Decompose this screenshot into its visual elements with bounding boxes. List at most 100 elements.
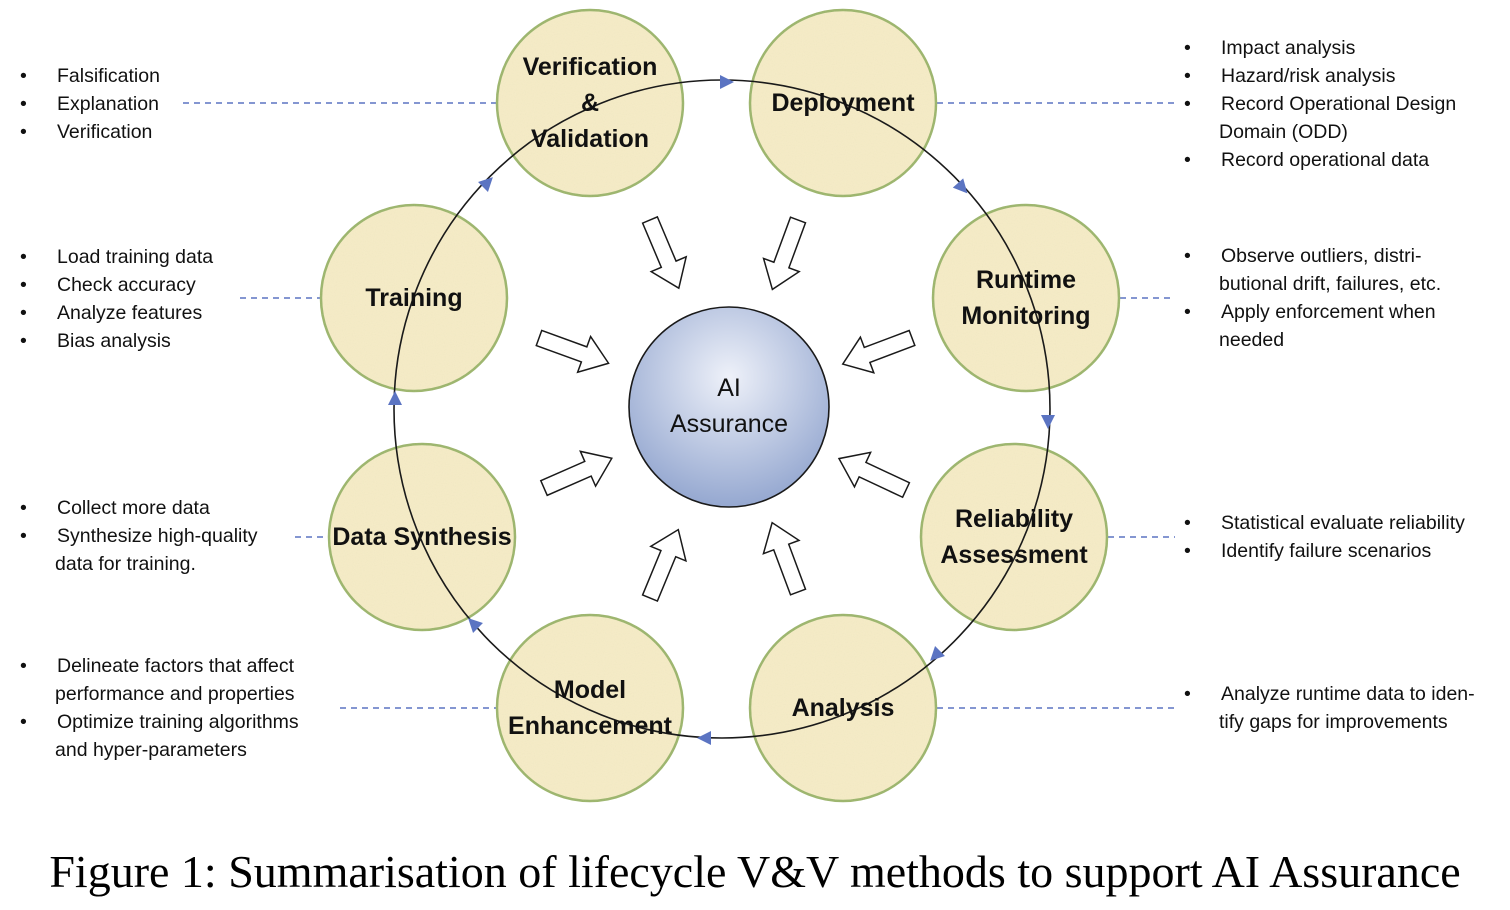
stage-label-verification-line3: Validation [530, 125, 650, 153]
methods-training: Load training data Check accuracy Analyz… [20, 243, 213, 355]
method-item: Impact analysis [1184, 34, 1456, 62]
stage-circle-analysis [748, 613, 938, 803]
method-item: Statistical evaluate reliability [1184, 509, 1465, 537]
cycle-arrow-2 [952, 178, 968, 194]
block-arrow-3 [841, 329, 916, 374]
methods-data-synthesis: Collect more data Synthesize high-qualit… [20, 494, 258, 578]
cycle-arrow-1 [720, 75, 734, 89]
cycle-arrow-8 [478, 177, 493, 192]
method-item: Apply enforcement when needed [1184, 298, 1441, 354]
cycle-arrow-7 [388, 391, 402, 405]
method-text-continued: Domain (ODD) [1219, 121, 1348, 143]
connectors [183, 102, 1175, 709]
stage-circle-verification [495, 8, 685, 198]
stage-label-runtime: Runtime Monitoring [933, 262, 1119, 334]
cycle-arrow-3 [1041, 415, 1055, 429]
block-arrows [535, 215, 916, 603]
center-circle [628, 306, 830, 508]
stage-circle-reliability [919, 442, 1109, 632]
stage-label-runtime-line1: Runtime [975, 266, 1076, 294]
method-item: Observe outliers, distri- butional drift… [1184, 242, 1441, 298]
center-label-line2: Assurance [669, 410, 789, 438]
method-item: Falsification [20, 62, 160, 90]
block-arrow-6 [641, 528, 687, 603]
method-item: Collect more data [20, 494, 258, 522]
method-text: Collect more data [57, 497, 210, 519]
method-item: Analyze features [20, 299, 213, 327]
cycle-arrow-5 [697, 731, 711, 745]
method-text: Check accuracy [57, 274, 196, 296]
cycle-arrow-4 [930, 646, 945, 661]
method-text-continued: butional drift, failures, etc. [1219, 273, 1442, 295]
block-arrow-7 [539, 450, 613, 497]
stage-label-model-line2: Enhancement [508, 712, 672, 740]
stage-label-reliability-line2: Assessment [940, 541, 1088, 569]
stage-circle-data-synthesis [327, 442, 517, 632]
method-item: Synthesize high-quality data for training… [20, 522, 258, 578]
method-text-continued: and hyper-parameters [55, 739, 247, 761]
method-text: Hazard/risk analysis [1221, 65, 1396, 87]
method-item: Record operational data [1184, 146, 1456, 174]
method-item: Check accuracy [20, 271, 213, 299]
method-text: Impact analysis [1221, 37, 1356, 59]
method-text-continued: needed [1219, 329, 1285, 351]
block-arrow-8 [535, 329, 610, 374]
method-item: Verification [20, 118, 160, 146]
method-text: Record Operational Design [1221, 93, 1457, 115]
stage-label-analysis-line1: Analysis [791, 694, 895, 722]
method-text-continued: tify gaps for improvements [1219, 711, 1448, 733]
stage-label-verification-line1: Verification [522, 53, 658, 81]
stage-label-training: Training [321, 280, 507, 316]
stage-label-verification-line2: & [580, 89, 600, 117]
block-arrow-4 [837, 451, 911, 499]
method-text: Optimize training algorithms [57, 711, 299, 733]
block-arrow-5 [762, 521, 807, 596]
method-text: Analyze features [57, 302, 203, 324]
stage-circle-model [495, 613, 685, 803]
stage-label-training-line1: Training [365, 284, 463, 312]
method-text: Falsification [57, 65, 160, 87]
method-text: Bias analysis [57, 330, 171, 352]
methods-deployment: Impact analysis Hazard/risk analysis Rec… [1184, 34, 1456, 174]
stage-label-deployment: Deployment [750, 85, 936, 121]
method-text: Load training data [57, 246, 214, 268]
stage-label-reliability: Reliability Assessment [921, 501, 1107, 573]
stage-circle-runtime [931, 203, 1121, 393]
method-text: Statistical evaluate reliability [1221, 512, 1465, 534]
method-text: Apply enforcement when [1221, 301, 1436, 323]
figure-caption: Figure 1: Summarisation of lifecycle V&V… [49, 846, 1461, 897]
method-text: Verification [57, 121, 153, 143]
methods-verification-validation: Falsification Explanation Verification [20, 62, 160, 146]
stage-label-verification: Verification & Validation [497, 49, 683, 157]
block-arrow-1 [641, 215, 688, 290]
center-label: AI Assurance [629, 370, 829, 442]
method-text-continued: performance and properties [55, 683, 295, 705]
method-item: Identify failure scenarios [1184, 537, 1465, 565]
stage-label-data-synthesis-line1: Data Synthesis [332, 523, 512, 551]
method-item: Analyze runtime data to iden-tify gaps f… [1184, 680, 1475, 736]
method-text: Delineate factors that affect [57, 655, 295, 677]
method-text: Observe outliers, distri- [1221, 245, 1422, 267]
method-text: Analyze runtime data to iden- [1221, 683, 1475, 705]
stage-label-model-line1: Model [553, 676, 627, 704]
method-item: Bias analysis [20, 327, 213, 355]
method-text: Synthesize high-quality [57, 525, 258, 547]
stage-label-model: Model Enhancement [497, 672, 683, 744]
block-arrow-2 [762, 216, 807, 291]
stage-label-analysis: Analysis [750, 690, 936, 726]
method-text-continued: data for training. [55, 553, 196, 575]
method-item: Delineate factors that affect performanc… [20, 652, 299, 708]
stage-label-runtime-line2: Monitoring [961, 302, 1091, 330]
center-label-line1: AI [717, 374, 741, 402]
method-item: Load training data [20, 243, 213, 271]
stage-label-deployment-line1: Deployment [771, 89, 915, 117]
method-item: Hazard/risk analysis [1184, 62, 1456, 90]
method-item: Explanation [20, 90, 160, 118]
method-text: Identify failure scenarios [1221, 540, 1432, 562]
methods-analysis: Analyze runtime data to iden-tify gaps f… [1184, 680, 1475, 736]
method-text: Record operational data [1221, 149, 1430, 171]
methods-model-enhancement: Delineate factors that affect performanc… [20, 652, 299, 764]
method-item: Optimize training algorithms and hyper-pa… [20, 708, 299, 764]
